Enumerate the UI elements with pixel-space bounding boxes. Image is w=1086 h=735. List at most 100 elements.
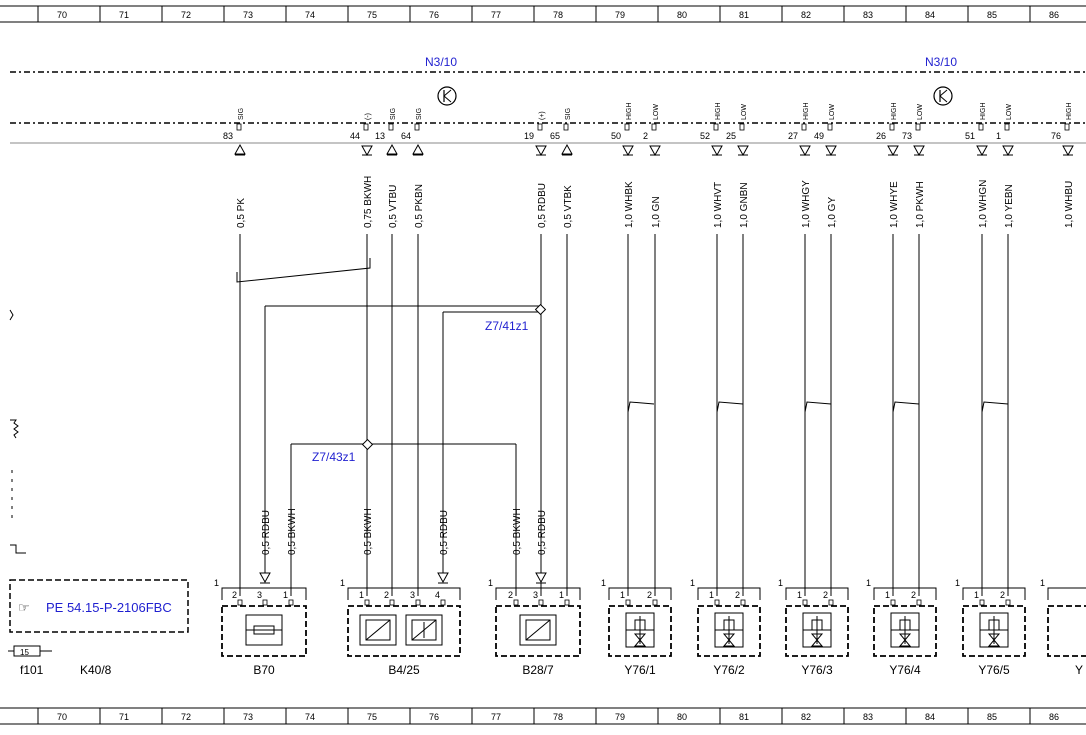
wire-color-label: 1,0 WHBU	[1064, 181, 1075, 228]
pin-number: 13	[375, 131, 385, 141]
pin-number: 1	[996, 131, 1001, 141]
pin-signal: HIGH	[980, 103, 987, 121]
splice-z7-43z1: Z7/43z1	[290, 438, 517, 596]
pin-signal: LOW	[653, 104, 660, 120]
component-name: Y76/5	[978, 663, 1010, 677]
pin-2: 2 LOW	[643, 104, 661, 157]
pin-signal: LOW	[829, 104, 836, 120]
ruler-number: 72	[181, 712, 191, 722]
ruler-number: 70	[57, 712, 67, 722]
component-name: B28/7	[522, 663, 554, 677]
connector-pin: 2	[508, 590, 513, 600]
fuse-label: f101	[20, 663, 44, 677]
wire-color-label: 1,0 WHGN	[978, 180, 989, 228]
reference-box[interactable]: ☞ PE 54.15-P-2106FBC	[9, 579, 189, 633]
wire-lower: 0,5 RDBU	[261, 510, 272, 555]
connector-pin-first: 1	[1040, 578, 1045, 588]
ruler-number: 79	[615, 10, 625, 20]
splice-z7-41z1: Z7/41z1	[264, 303, 547, 573]
bus-label-left: N3/10	[425, 55, 457, 69]
transistor-icon	[437, 86, 457, 106]
ruler-number: 74	[305, 712, 315, 722]
wire-color-label: 0,5 PKBN	[414, 184, 425, 228]
transistor-icon	[933, 86, 953, 106]
pin-number: 2	[643, 131, 648, 141]
connector-pin: 1	[974, 590, 979, 600]
wire-upper: 0,5 VTBU	[388, 185, 399, 596]
connector-pin-first: 1	[778, 578, 783, 588]
pin-signal: (+)	[539, 111, 546, 120]
wire-upper: 1,0 WHBU	[1064, 181, 1075, 228]
ruler-number: 75	[367, 712, 377, 722]
pin-number: 83	[223, 131, 233, 141]
wire-color-label: 0,5 BKWH	[512, 508, 523, 555]
wire-color-label: 1,0 GY	[827, 197, 838, 228]
wire-color-label: 0,5 VTBK	[563, 185, 574, 228]
pin-number: 65	[550, 131, 560, 141]
wire-color-label: 0,5 BKWH	[363, 508, 374, 555]
ruler-number: 77	[491, 10, 501, 20]
ruler-number: 71	[119, 712, 129, 722]
connector-pin: 1	[797, 590, 802, 600]
wire-lower: 0,5 BKWH	[512, 508, 523, 555]
ruler-number: 78	[553, 712, 563, 722]
wire-color-label: 1,0 WHGY	[801, 180, 812, 228]
wire-color-label: 1,0 WHVT	[713, 182, 724, 228]
wire-upper: 1,0 WHGY	[801, 180, 832, 596]
ruler-number: 76	[429, 10, 439, 20]
connector-pin-first: 1	[955, 578, 960, 588]
wire-lower: 0,5 RDBU	[439, 510, 450, 555]
wire-upper: 1,0 PKWH	[915, 181, 926, 596]
connector-pin: 4	[435, 590, 440, 600]
component-name: B70	[253, 663, 275, 677]
component-name: B4/25	[388, 663, 420, 677]
pin-number: 73	[902, 131, 912, 141]
connector-pin: 1	[620, 590, 625, 600]
connector-pin-first: 1	[690, 578, 695, 588]
wire-upper: 0,5 PKBN	[414, 184, 425, 596]
ruler-number: 71	[119, 10, 129, 20]
fuse-f101: 15 f101 K40/8	[8, 645, 112, 677]
pin-signal: SIG	[390, 108, 397, 120]
wire-lower: 0,5 RDBU	[537, 510, 548, 555]
component-y: 1Y	[1040, 578, 1086, 677]
connector-pin: 2	[384, 590, 389, 600]
pin-number: 26	[876, 131, 886, 141]
connector-pin: 2	[911, 590, 916, 600]
pin-signal: HIGH	[803, 103, 810, 121]
pin-signal: LOW	[741, 104, 748, 120]
ref-link[interactable]: PE 54.15-P-2106FBC	[46, 600, 172, 615]
pin-signal: HIGH	[891, 103, 898, 121]
connector-pin: 1	[709, 590, 714, 600]
ruler-number: 86	[1049, 10, 1059, 20]
connector-pin: 1	[885, 590, 890, 600]
component-name: Y76/4	[889, 663, 921, 677]
pin-signal: HIGH	[715, 103, 722, 121]
connector-pin: 1	[359, 590, 364, 600]
connector-pin: 1	[283, 590, 288, 600]
connector-pin: 3	[533, 590, 538, 600]
pin-number: 64	[401, 131, 411, 141]
connector-pin: 1	[559, 590, 564, 600]
component-name: Y76/2	[713, 663, 745, 677]
wire-upper: 1,0 WHGN	[978, 180, 1009, 596]
wire-color-label: 1,0 GN	[651, 196, 662, 228]
pin-signal: HIGH	[1066, 103, 1073, 121]
component-name: Y	[1075, 663, 1083, 677]
